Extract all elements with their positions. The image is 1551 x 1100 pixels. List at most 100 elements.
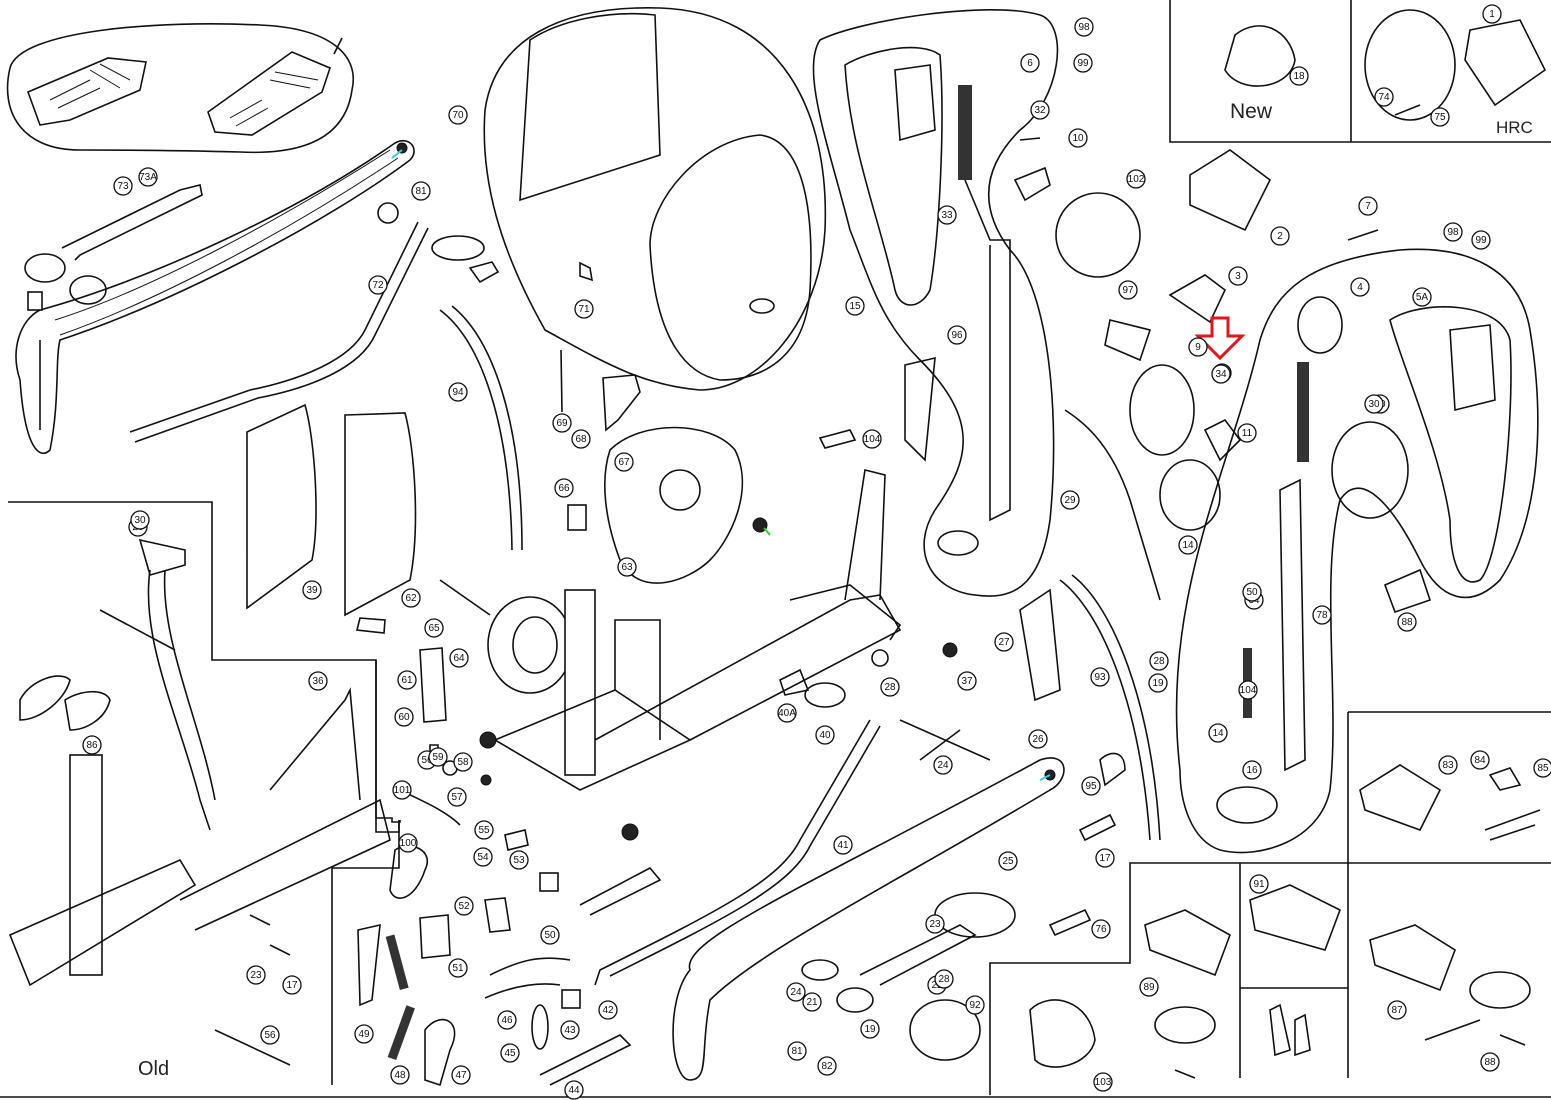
callout-part-28: 28 [934, 969, 954, 989]
bearing-bottom [937, 530, 979, 556]
motor-21 [894, 64, 936, 142]
flywheel-assembly [439, 349, 744, 694]
callout-circle [1430, 107, 1450, 127]
callout-number: 40A [778, 708, 796, 719]
callout-number: 19 [864, 1024, 876, 1035]
callout-number: 42 [602, 1005, 614, 1016]
callout-circle [1482, 4, 1502, 24]
old-panel-border-top [8, 501, 401, 823]
handles-104 [1269, 1003, 1311, 1057]
bracket-11 [1203, 418, 1242, 462]
callout-circle [1412, 287, 1432, 307]
bracket-10 [1013, 166, 1051, 202]
callout-number: 51 [452, 963, 464, 974]
callout-number: 24 [937, 760, 949, 771]
callout-part-18: 18 [1289, 66, 1309, 86]
frame-loop [614, 619, 661, 740]
block-43 [561, 989, 581, 1009]
front-post-104 [844, 469, 886, 601]
callout-part-7: 7 [1358, 196, 1378, 216]
callout-circle [308, 671, 328, 691]
callout-number: 95 [1085, 781, 1097, 792]
callout-part-91: 91 [1249, 874, 1269, 894]
callout-part-28: 28 [1149, 651, 1169, 671]
console-87 [1369, 924, 1456, 992]
panel-label-new: New [1230, 100, 1273, 123]
callout-number: 73A [139, 172, 157, 183]
wire-56 [214, 1029, 291, 1066]
console-panel-border [989, 711, 1551, 1095]
callout-number: 87 [1391, 1005, 1403, 1016]
callout-number: 47 [455, 1070, 467, 1081]
callout-part-65: 65 [424, 618, 444, 638]
callout-number: 72 [372, 280, 384, 291]
callout-circle [448, 105, 468, 125]
pedal-arm-tube [54, 149, 399, 336]
callout-number: 56 [264, 1030, 276, 1041]
callout-part-53: 53 [509, 850, 529, 870]
callout-number: 101 [394, 785, 411, 796]
cyan-leader-2 [1039, 774, 1051, 781]
callout-circle [428, 747, 448, 767]
callout-part-23: 23 [925, 914, 945, 934]
callout-circle [1093, 1072, 1113, 1092]
callout-number: 104 [864, 434, 881, 445]
callout-circle [449, 648, 469, 668]
callout-part-6: 6 [1020, 53, 1040, 73]
callout-number: 27 [998, 637, 1010, 648]
wire-89 [1174, 1069, 1196, 1079]
rod-41 [594, 719, 871, 986]
harness-100 [389, 845, 428, 899]
callout-number: 98 [1447, 227, 1459, 238]
wire-87 [1424, 1019, 1481, 1041]
column-outline-98b [1175, 248, 1539, 854]
callout-number: 57 [451, 792, 463, 803]
callout-circle [454, 896, 474, 916]
bracket-51 [419, 914, 451, 959]
callout-part-45: 45 [500, 1043, 520, 1063]
callout-number: 102 [1128, 174, 1145, 185]
callout-circle [509, 850, 529, 870]
callout-part-37: 37 [957, 671, 977, 691]
callout-part-30: 30 [1364, 394, 1384, 414]
callout-circle [394, 707, 414, 727]
frame-cross [789, 584, 902, 641]
callout-number: 53 [513, 855, 525, 866]
callout-part-33: 33 [937, 205, 957, 225]
callout-number: 88 [1484, 1057, 1496, 1068]
callout-circle [786, 982, 806, 1002]
callout-part-32: 32 [1030, 100, 1050, 120]
callout-part-66: 66 [554, 478, 574, 498]
bushing [396, 142, 408, 154]
callout-circle [130, 510, 150, 530]
wheel-37 [942, 642, 958, 658]
panel-label-old: Old [138, 1058, 170, 1080]
grips-87 [1469, 971, 1531, 1009]
callout-number: 7 [1365, 201, 1371, 212]
callout-number: 11 [1242, 428, 1253, 439]
callout-part-72: 72 [368, 275, 388, 295]
tube-94 [439, 309, 513, 551]
callout-circle [1139, 977, 1159, 997]
callout-part-27: 27 [994, 632, 1014, 652]
callout-number: 1 [1489, 9, 1495, 20]
callout-number: 86 [86, 740, 98, 751]
washer-set [69, 275, 107, 305]
callout-number: 29 [1064, 495, 1076, 506]
callout-number: 19 [1152, 678, 1164, 689]
cover-upper [904, 356, 936, 462]
callout-circle [392, 780, 412, 800]
cover-30 [19, 675, 71, 721]
main-beam [594, 594, 902, 741]
threaded-rod [958, 85, 972, 180]
callout-number: 76 [1095, 924, 1107, 935]
spring [385, 934, 409, 991]
callout-part-49: 49 [354, 1024, 374, 1044]
callout-part-81: 81 [411, 181, 431, 201]
right-pedal [207, 51, 331, 136]
cover-39 [246, 403, 317, 610]
callout-part-48: 48 [390, 1065, 410, 1085]
sensor-88 [1499, 1034, 1526, 1046]
callout-number: 49 [358, 1029, 370, 1040]
